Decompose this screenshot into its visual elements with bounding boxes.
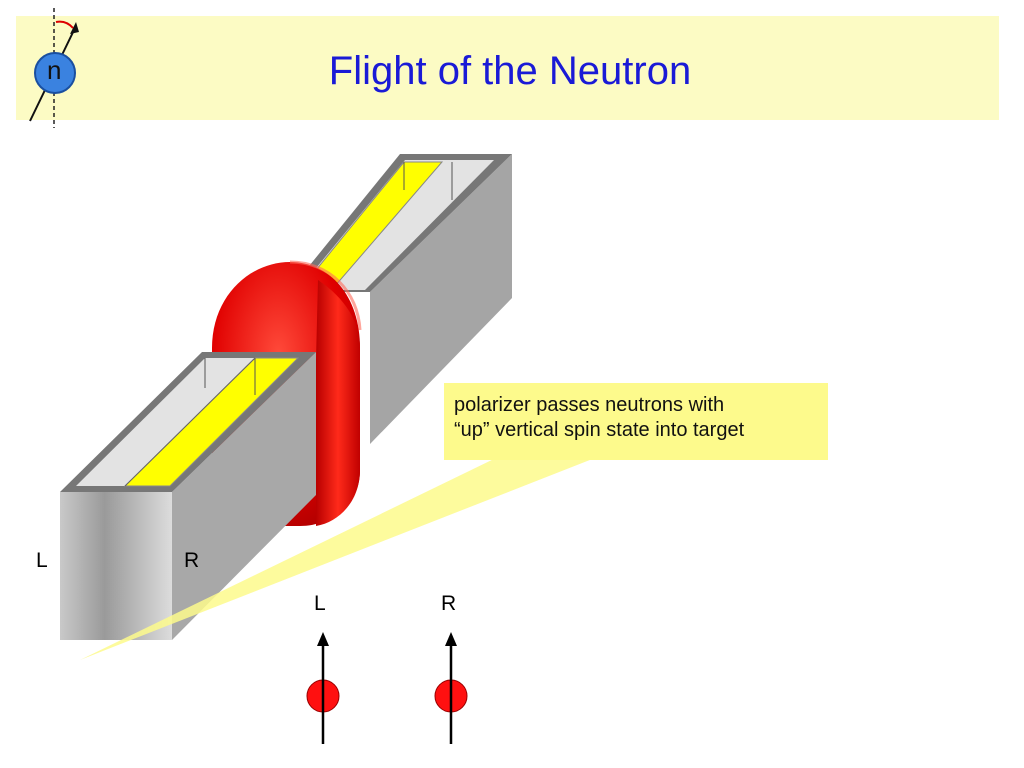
title-banner (16, 16, 999, 120)
callout-line-2: “up” vertical spin state into target (454, 419, 745, 441)
right-guide-box (288, 154, 512, 444)
callout-box: polarizer passes neutrons with “up” vert… (444, 383, 828, 460)
callout-pointer (80, 456, 600, 660)
page-title: Flight of the Neutron (328, 49, 692, 93)
spin-up-arrow-icon (445, 632, 457, 646)
neutron-right (434, 632, 468, 744)
neutron-label-right: R (441, 592, 457, 615)
left-guide-box (60, 352, 316, 640)
neutron-logo-icon (29, 8, 79, 128)
neutron-label-left: L (314, 592, 326, 615)
box-label-left: L (36, 549, 48, 572)
box-label-right: R (184, 549, 200, 572)
callout-line-1: polarizer passes neutrons with (454, 394, 725, 416)
logo-letter: n (47, 55, 62, 85)
neutron-left (306, 632, 340, 744)
spin-up-arrow-icon (317, 632, 329, 646)
